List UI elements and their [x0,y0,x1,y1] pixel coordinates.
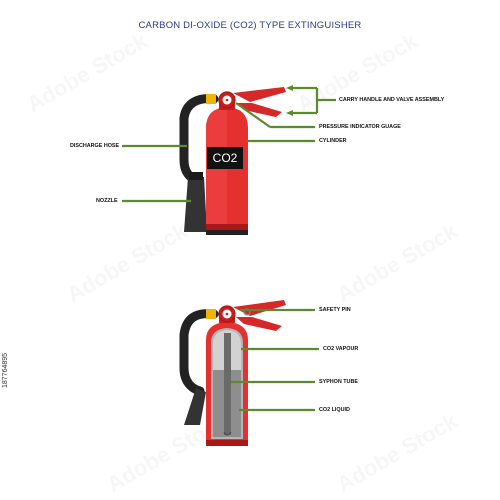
carry-handle [233,300,286,316]
discharge-hose [179,309,219,396]
label-syphon-tube: SYPHON TUBE [319,379,358,385]
horn-nozzle [184,388,206,425]
label-safety-pin: SAFETY PIN [319,307,351,313]
lever [236,317,282,331]
label-co2-liquid: CO2 LIQUID [319,407,350,413]
label-pressure-indicator: PRESSURE INDICATOR GUAGE [319,124,401,130]
top-extinguisher: CO2 [179,87,286,235]
label-co2-vapour: CO2 VAPOUR [323,346,359,352]
label-nozzle: NOZZLE [96,198,118,204]
valve-collar [206,94,216,104]
label-carry-handle: CARRY HANDLE AND VALVE ASSEMBLY [339,97,445,103]
nozzle [184,177,207,232]
top-leader-lines [122,86,336,203]
syphon-tube [224,333,231,435]
diagram-title: CARBON DI-OXIDE (CO2) TYPE EXTINGUISHER [138,20,362,31]
top-arrowheads [286,85,293,116]
bottom-leader-lines [231,308,319,412]
carry-handle [233,87,286,102]
stock-id: 187764895 [2,352,9,388]
label-discharge-hose: DISCHARGE HOSE [70,143,120,149]
label-cylinder: CYLINDER [319,138,347,144]
co2-badge-text: CO2 [213,151,238,165]
bottom-extinguisher [179,300,286,446]
co2-badge [207,147,243,169]
valve-collar [206,309,216,319]
lever [236,103,282,117]
